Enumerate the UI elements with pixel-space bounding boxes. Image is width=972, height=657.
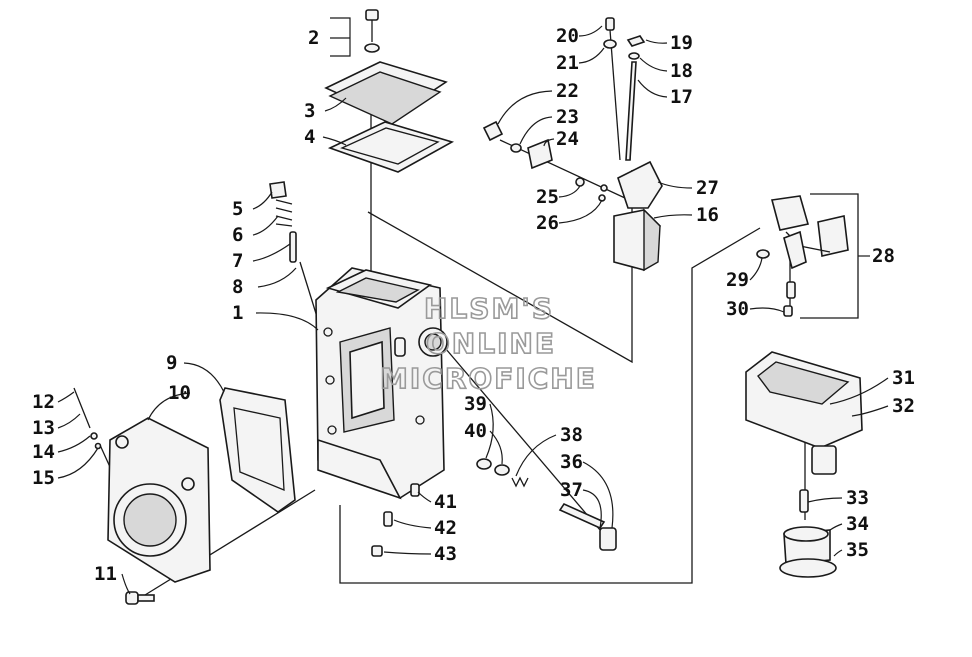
callout-17: 17 (670, 86, 693, 108)
callout-18: 18 (670, 60, 693, 82)
callout-20: 20 (556, 25, 579, 47)
callout-37: 37 (560, 479, 583, 501)
callout-21: 21 (556, 52, 579, 74)
watermark: HLSM'S ONLINE MICROFICHE (379, 291, 597, 396)
watermark-line-3: MICROFICHE (380, 362, 597, 395)
leader-lines (57, 17, 889, 595)
callout-34: 34 (846, 513, 869, 535)
callout-9: 9 (166, 352, 177, 374)
throttle-housing (107, 417, 211, 583)
carburetor-body (315, 267, 448, 500)
callout-24: 24 (556, 128, 579, 150)
callout-8: 8 (232, 276, 243, 298)
callout-25: 25 (536, 186, 559, 208)
gasket (219, 387, 296, 513)
callout-12: 12 (32, 391, 55, 413)
callout-11: 11 (94, 563, 117, 585)
callout-13: 13 (32, 417, 55, 439)
left-small-parts (73, 387, 102, 450)
callout-39: 39 (464, 393, 487, 415)
callout-28: 28 (872, 245, 895, 267)
jet-parts (371, 458, 617, 557)
callout-4: 4 (304, 126, 315, 148)
callout-36: 36 (560, 451, 583, 473)
callout-35: 35 (846, 539, 869, 561)
callout-30: 30 (726, 298, 749, 320)
callout-6: 6 (232, 224, 243, 246)
float-bowl (745, 351, 863, 578)
callout-41: 41 (434, 491, 457, 513)
throttle-slide-assembly (482, 17, 663, 272)
callout-7: 7 (232, 250, 243, 272)
callout-numbers: 2 3 4 5 6 7 8 1 9 10 12 13 14 15 11 20 2… (32, 25, 915, 585)
callout-42: 42 (434, 517, 457, 539)
callout-40: 40 (464, 420, 487, 442)
mounting-screw (125, 591, 155, 605)
callout-22: 22 (556, 80, 579, 102)
callout-27: 27 (696, 177, 719, 199)
callout-1: 1 (232, 302, 243, 324)
top-cover-assembly (324, 9, 455, 173)
callout-38: 38 (560, 424, 583, 446)
callout-32: 32 (892, 395, 915, 417)
callout-14: 14 (32, 441, 55, 463)
callout-2: 2 (308, 27, 319, 49)
callout-23: 23 (556, 106, 579, 128)
float-assembly (756, 193, 859, 319)
idle-screw-stack (269, 181, 297, 263)
callout-3: 3 (304, 100, 315, 122)
callout-15: 15 (32, 467, 55, 489)
callout-10: 10 (168, 382, 191, 404)
callout-29: 29 (726, 269, 749, 291)
callout-16: 16 (696, 204, 719, 226)
callout-43: 43 (434, 543, 457, 565)
callout-5: 5 (232, 198, 243, 220)
callout-31: 31 (892, 367, 915, 389)
watermark-line-1: HLSM'S (424, 292, 554, 325)
callout-26: 26 (536, 212, 559, 234)
watermark-line-2: ONLINE (426, 327, 556, 360)
callout-19: 19 (670, 32, 693, 54)
callout-33: 33 (846, 487, 869, 509)
